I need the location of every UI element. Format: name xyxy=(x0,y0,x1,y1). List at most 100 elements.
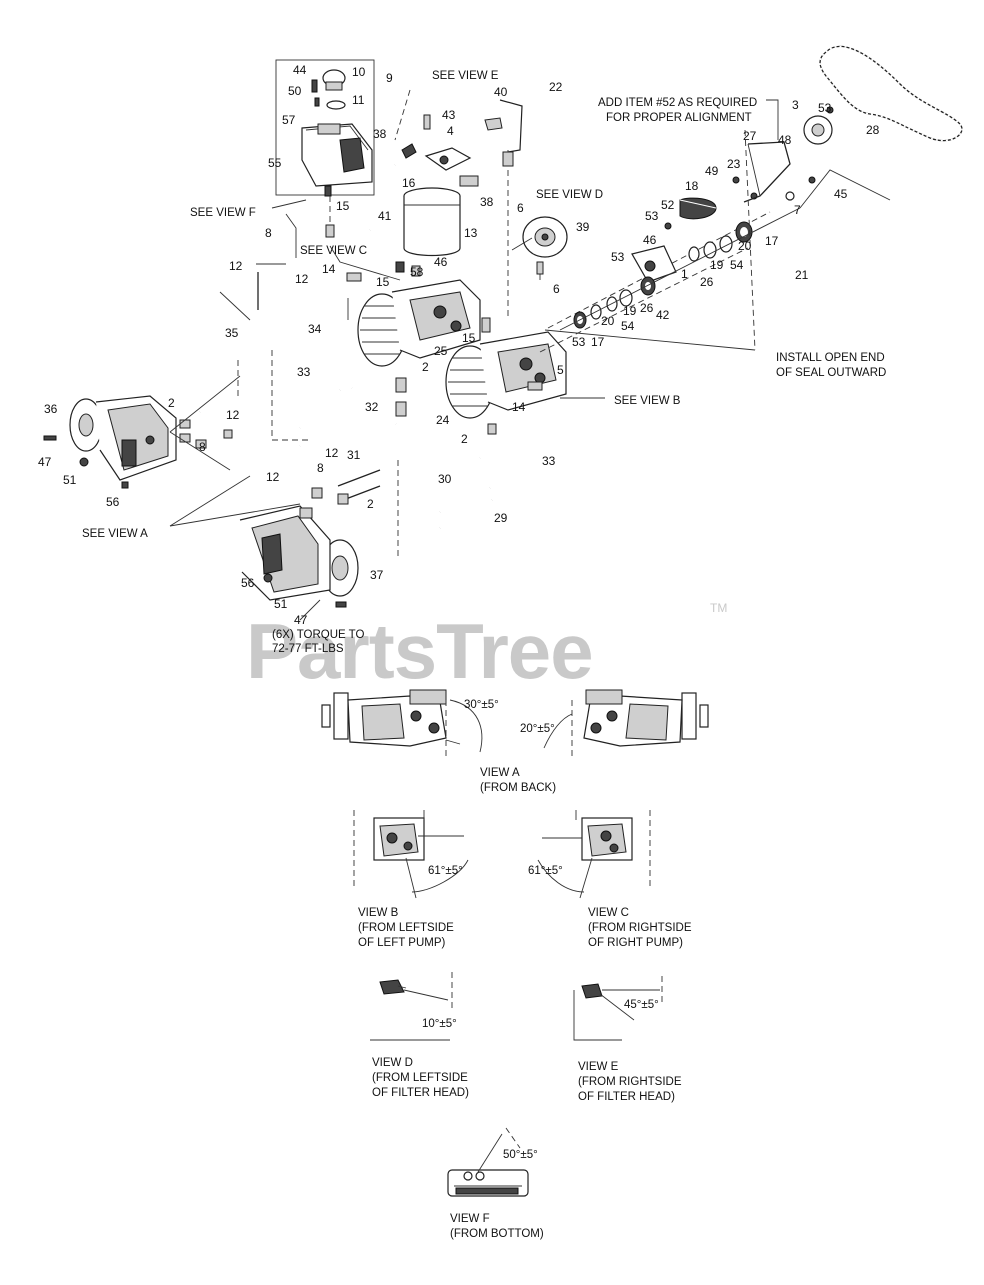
reservoir-tank xyxy=(275,59,375,238)
callout: 45 xyxy=(834,187,848,201)
callout: 3 xyxy=(792,98,799,112)
callout: 54 xyxy=(621,319,635,333)
watermark-trademark: TM xyxy=(710,601,727,615)
callout: 56 xyxy=(241,576,255,590)
callout: 37 xyxy=(370,568,384,582)
callout: 17 xyxy=(765,234,779,248)
hydraulic-hoses xyxy=(198,272,550,531)
callout: 7 xyxy=(794,203,801,217)
view-e-title: VIEW E xyxy=(578,1061,619,1073)
note-add-item-line1: ADD ITEM #52 AS REQUIRED xyxy=(598,97,757,109)
view-d-subtitle-2: OF FILTER HEAD) xyxy=(372,1087,469,1099)
callout-numbers: 44 10 9 50 11 57 43 40 22 4 38 55 16 38 … xyxy=(38,63,880,627)
callout: 29 xyxy=(494,511,508,525)
callout: 35 xyxy=(225,326,239,340)
callout: 20 xyxy=(601,314,615,328)
callout: 48 xyxy=(778,133,792,147)
callout: 53 xyxy=(611,250,625,264)
callout: 44 xyxy=(293,63,307,77)
callout: 10 xyxy=(352,65,366,79)
view-b-angle: 61°±5° xyxy=(428,865,463,877)
callout: 11 xyxy=(352,93,365,107)
view-a-right-pump xyxy=(543,689,709,760)
assembly-notes: SEE VIEW E SEE VIEW D SEE VIEW F SEE VIE… xyxy=(82,70,886,655)
view-b-title: VIEW B xyxy=(358,907,399,919)
callout: 24 xyxy=(436,413,450,427)
view-d-title: VIEW D xyxy=(372,1057,413,1069)
view-f-subtitle: (FROM BOTTOM) xyxy=(450,1228,544,1240)
view-c-angle: 61°±5° xyxy=(528,865,563,877)
callout: 19 xyxy=(623,304,637,318)
callout: 9 xyxy=(386,71,393,85)
callout: 15 xyxy=(336,199,350,213)
view-c-title: VIEW C xyxy=(588,907,629,919)
drive-shaft-assembly xyxy=(539,106,891,353)
callout: 15 xyxy=(376,275,390,289)
right-pump xyxy=(445,317,567,435)
callout: 47 xyxy=(294,613,308,627)
callout: 34 xyxy=(308,322,322,336)
left-pump xyxy=(346,261,481,417)
view-a: 30°±5° 20°±5° VIEW A (FROM BACK) xyxy=(321,689,709,794)
view-e: 45°±5° VIEW E (FROM RIGHTSIDE OF FILTER … xyxy=(573,976,682,1103)
drive-belt xyxy=(819,45,963,142)
callout: 53 xyxy=(645,209,659,223)
callout: 43 xyxy=(442,108,456,122)
callout: 26 xyxy=(700,275,714,289)
callout: 23 xyxy=(727,157,741,171)
callout: 12 xyxy=(295,272,309,286)
view-f: 50°±5° VIEW F (FROM BOTTOM) xyxy=(447,1127,544,1240)
note-see-view-a: SEE VIEW A xyxy=(82,528,148,540)
note-see-view-c: SEE VIEW C xyxy=(300,245,367,257)
hydraulic-assembly-drawing xyxy=(43,45,963,621)
callout: 21 xyxy=(795,268,809,282)
watermark-brand: PartsTree xyxy=(246,607,593,695)
callout: 25 xyxy=(434,344,448,358)
callout: 1 xyxy=(681,267,688,281)
callout: 5 xyxy=(557,363,564,377)
callout: 49 xyxy=(705,164,719,178)
callout: 41 xyxy=(378,209,392,223)
view-c: 61°±5° VIEW C (FROM RIGHTSIDE OF RIGHT P… xyxy=(528,810,692,949)
callout: 56 xyxy=(106,495,120,509)
view-a-left-angle: 30°±5° xyxy=(464,699,499,711)
callout: 52 xyxy=(661,198,675,212)
right-wheel-motor xyxy=(239,487,359,608)
view-c-subtitle-2: OF RIGHT PUMP) xyxy=(588,937,683,949)
callout: 53 xyxy=(572,335,586,349)
fan-pulley xyxy=(522,216,568,280)
view-b-subtitle-2: OF LEFT PUMP) xyxy=(358,937,445,949)
view-d: 10°±5° VIEW D (FROM LEFTSIDE OF FILTER H… xyxy=(370,972,469,1099)
view-d-subtitle-1: (FROM LEFTSIDE xyxy=(372,1072,468,1084)
callout: 36 xyxy=(44,402,58,416)
callout: 58 xyxy=(410,265,424,279)
callout: 57 xyxy=(282,113,296,127)
callout: 46 xyxy=(434,255,448,269)
callout: 32 xyxy=(365,400,379,414)
callout: 18 xyxy=(685,179,699,193)
note-install-line1: INSTALL OPEN END xyxy=(776,352,885,364)
note-torque-line1: (6X) TORQUE TO xyxy=(272,629,365,641)
callout: 22 xyxy=(549,80,563,94)
callout: 33 xyxy=(297,365,311,379)
callout: 2 xyxy=(461,432,468,446)
view-a-left-pump xyxy=(321,689,483,760)
view-f-title: VIEW F xyxy=(450,1213,490,1225)
filter-head-and-hose xyxy=(368,89,523,320)
leader-lines xyxy=(169,99,779,621)
callout: 6 xyxy=(553,282,560,296)
view-d-angle: 10°±5° xyxy=(422,1018,457,1030)
callout: 2 xyxy=(168,396,175,410)
callout: 27 xyxy=(743,129,757,143)
callout: 53 xyxy=(818,101,832,115)
callout: 42 xyxy=(656,308,670,322)
callout: 15 xyxy=(462,331,476,345)
view-a-title: VIEW A xyxy=(480,767,520,779)
callout: 47 xyxy=(38,455,52,469)
view-a-subtitle: (FROM BACK) xyxy=(480,782,556,794)
callout: 38 xyxy=(480,195,494,209)
view-c-subtitle-1: (FROM RIGHTSIDE xyxy=(588,922,692,934)
view-b: 61°±5° VIEW B (FROM LEFTSIDE OF LEFT PUM… xyxy=(353,810,469,949)
